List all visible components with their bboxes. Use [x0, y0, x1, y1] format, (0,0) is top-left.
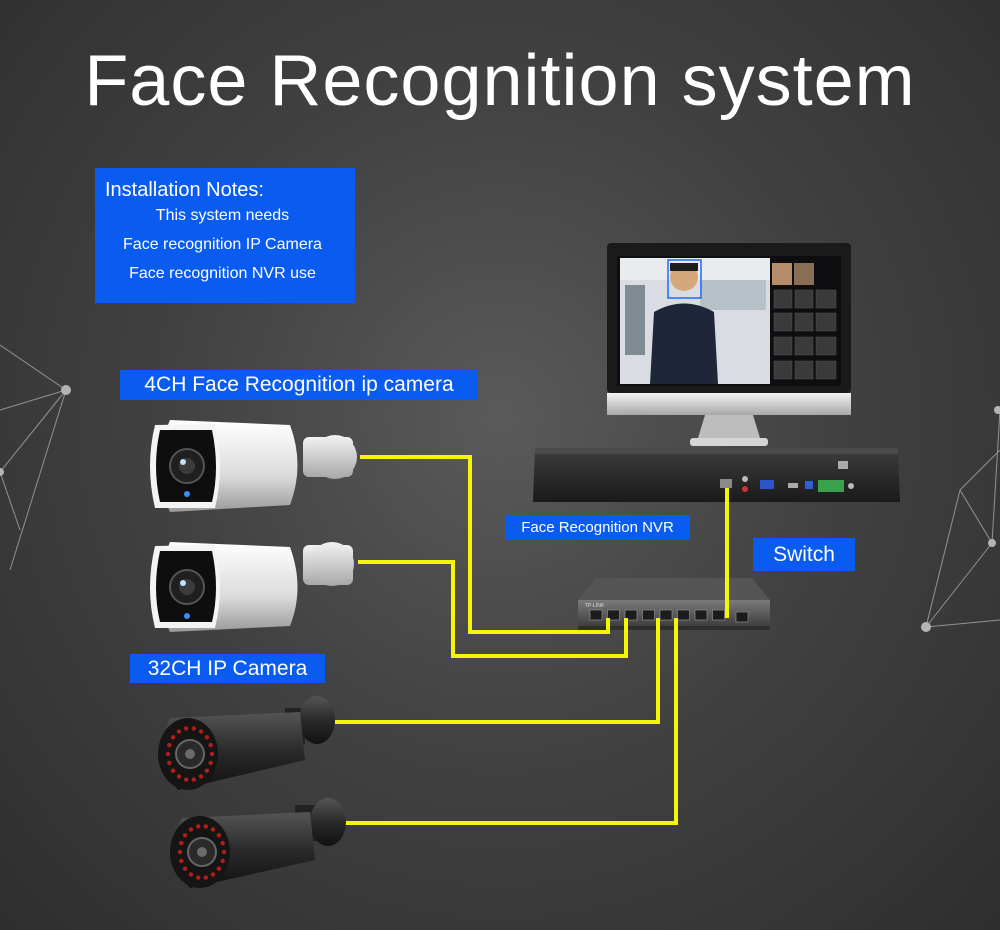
ir-led — [179, 858, 184, 864]
ir-led — [184, 777, 189, 782]
ir-led — [170, 735, 176, 740]
cable-face-camera-2 — [358, 560, 628, 658]
switch-port — [659, 609, 673, 621]
ir-led — [220, 858, 225, 864]
ir-led — [188, 872, 194, 877]
notes-heading: Installation Notes: — [105, 179, 264, 201]
ir-led — [196, 875, 201, 880]
switch-port — [607, 609, 620, 621]
ir-led — [167, 742, 172, 748]
ir-led — [177, 849, 183, 855]
face-recognition-camera-1 — [150, 420, 357, 512]
right-network-decoration — [921, 406, 1000, 632]
ir-led — [165, 751, 171, 757]
switch-port — [589, 609, 603, 621]
ir-led — [179, 840, 184, 846]
ir-led — [204, 735, 210, 740]
notes-line: This system needs — [155, 207, 290, 224]
left-network-decoration — [0, 344, 71, 571]
ip-camera-1 — [158, 696, 335, 790]
switch-port — [712, 609, 725, 621]
page-title: Face Recognition system — [84, 41, 916, 121]
ir-led — [204, 768, 210, 773]
installation-notes-box: Installation Notes: This system needs Fa… — [95, 168, 355, 303]
ir-led — [210, 872, 216, 877]
label-face-recognition-camera: 4CH Face Recognition ip camera — [120, 370, 478, 400]
ir-led — [216, 866, 222, 871]
ir-led — [208, 760, 213, 766]
ir-led — [220, 840, 225, 846]
label-ip-camera: 32CH IP Camera — [130, 654, 325, 683]
ir-led — [208, 742, 213, 748]
monitor — [607, 243, 851, 446]
cable-ip-camera-1 — [335, 618, 660, 724]
ir-led — [203, 875, 208, 880]
switch-port — [694, 609, 708, 621]
ip-camera-2 — [170, 798, 346, 888]
label-switch: Switch — [753, 538, 855, 571]
network-switch: TP-LINK — [578, 578, 770, 630]
cable-ip-camera-2 — [345, 618, 678, 825]
ir-led — [182, 833, 188, 838]
ir-led — [198, 774, 204, 779]
ir-led — [216, 833, 222, 838]
switch-port — [624, 609, 638, 621]
label-nvr: Face Recognition NVR — [505, 515, 690, 540]
switch-brand-text: TP-LINK — [585, 603, 605, 609]
ir-led — [182, 866, 188, 871]
switch-port — [642, 609, 655, 621]
ir-led — [176, 729, 182, 734]
ir-led — [191, 777, 196, 782]
ir-led — [191, 726, 196, 731]
ir-led — [170, 768, 176, 773]
ir-led — [184, 726, 189, 731]
ir-led — [198, 729, 204, 734]
face-recognition-camera-2 — [150, 542, 354, 632]
ir-led — [210, 827, 216, 832]
ir-led — [188, 827, 194, 832]
ir-led — [221, 849, 227, 855]
cable-face-camera-1 — [360, 455, 610, 634]
switch-port — [677, 609, 690, 621]
ir-led — [167, 760, 172, 766]
ir-led — [209, 751, 215, 757]
notes-line: Face recognition NVR use — [129, 265, 316, 282]
notes-line: Face recognition IP Camera — [123, 236, 322, 253]
cables — [335, 455, 729, 825]
ir-led — [203, 824, 208, 829]
ir-led — [176, 774, 182, 779]
ir-led — [196, 824, 201, 829]
nvr-recorder — [533, 448, 900, 502]
